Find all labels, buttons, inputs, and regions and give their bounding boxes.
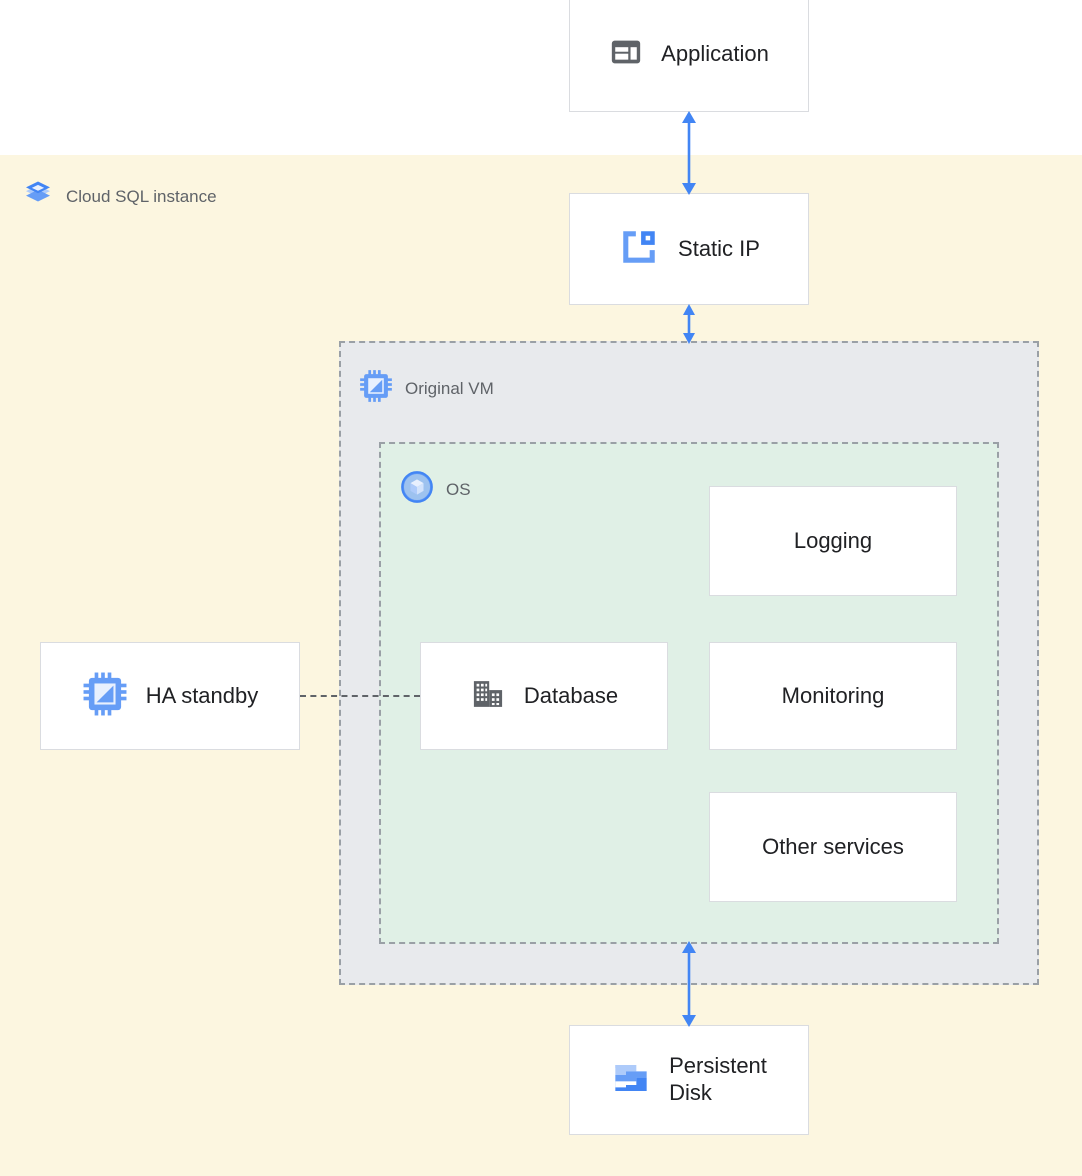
node-label: Static IP: [678, 235, 760, 261]
cpu-chip-icon: [82, 671, 128, 722]
connector-static-ip-to-original-vm: [667, 303, 711, 345]
node-static-ip[interactable]: Static IP: [569, 193, 809, 305]
database-building-icon: [470, 676, 506, 717]
zone-label-original-vm: Original VM: [359, 369, 494, 408]
node-application[interactable]: Application: [569, 0, 809, 112]
static-ip-square-icon: [618, 226, 660, 273]
connector-ha-standby-to-os: [300, 695, 420, 697]
node-logging[interactable]: Logging: [709, 486, 957, 596]
zone-label-text: Original VM: [405, 378, 494, 398]
node-label: Other services: [762, 833, 904, 859]
zone-label-cloud-sql-instance: Cloud SQL instance: [22, 178, 217, 215]
node-label: Application: [661, 40, 769, 66]
node-label: HA standby: [145, 682, 259, 708]
cpu-chip-icon: [359, 369, 393, 408]
node-monitoring[interactable]: Monitoring: [709, 642, 957, 750]
connector-os-to-persistent-disk: [667, 940, 711, 1028]
node-ha-standby[interactable]: HA standby: [40, 642, 300, 750]
persistent-disk-stairs-icon: [611, 1058, 651, 1103]
zone-label-text: OS: [446, 479, 471, 499]
os-cube-circle-icon: [400, 470, 434, 509]
node-label: Monitoring: [781, 682, 885, 708]
node-database[interactable]: Database: [420, 642, 668, 750]
zone-label-os: OS: [400, 470, 471, 509]
node-label: Logging: [793, 527, 873, 553]
application-window-icon: [609, 35, 643, 74]
node-label: Database: [523, 682, 619, 708]
connector-application-to-static-ip: [667, 110, 711, 196]
node-other-services[interactable]: Other services: [709, 792, 957, 902]
node-persistent-disk[interactable]: Persistent Disk: [569, 1025, 809, 1135]
zone-label-text: Cloud SQL instance: [66, 186, 217, 206]
cloud-sql-stack-icon: [22, 178, 54, 215]
node-label: Persistent Disk: [669, 1053, 767, 1105]
